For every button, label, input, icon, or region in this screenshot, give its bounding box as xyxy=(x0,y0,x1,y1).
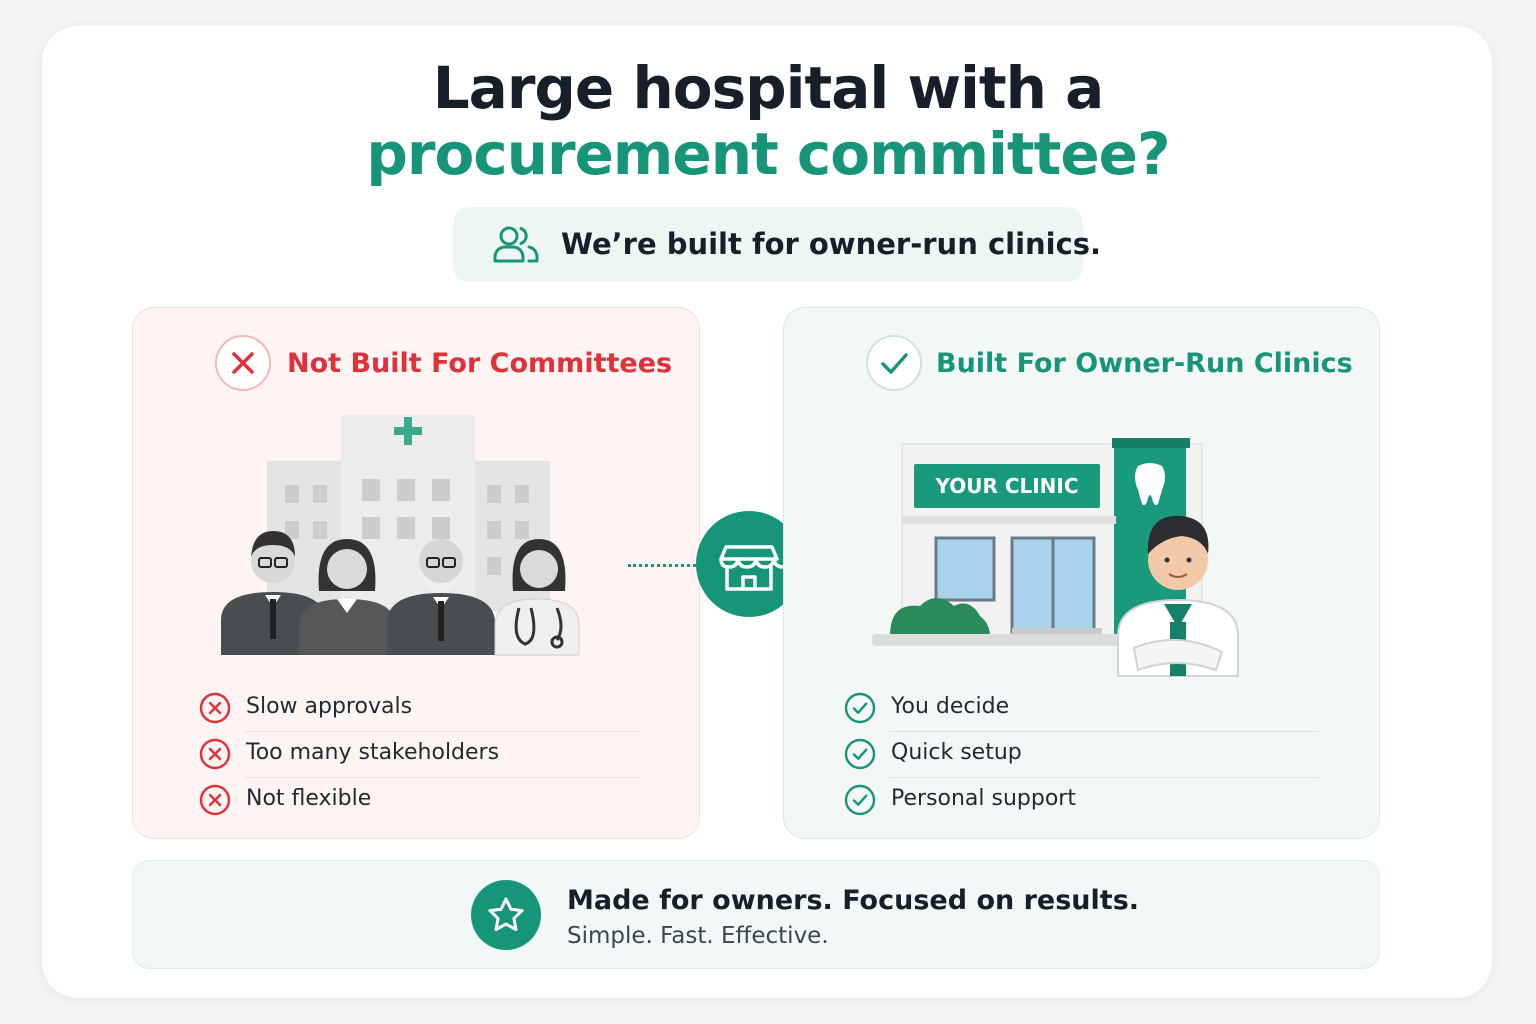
divider xyxy=(890,731,1318,732)
x-circle-icon xyxy=(199,692,231,728)
check-circle-icon xyxy=(844,738,876,774)
divider xyxy=(245,731,640,732)
right-panel-title: Built For Owner-Run Clinics xyxy=(936,348,1353,379)
list-item-label: Slow approvals xyxy=(246,694,413,719)
list-item-label: Quick setup xyxy=(891,740,1022,765)
footer-subline: Simple. Fast. Effective. xyxy=(567,923,829,949)
divider xyxy=(245,777,640,778)
footer-headline: Made for owners. Focused on results. xyxy=(567,885,1140,916)
x-circle-icon xyxy=(199,784,231,820)
built-for-owner-run-clinics-panel: Built For Owner-Run Clinics YOUR CLINIC … xyxy=(783,307,1380,839)
footer-banner: Made for owners. Focused on results. Sim… xyxy=(132,860,1380,969)
tagline-pill: We’re built for owner-run clinics. xyxy=(453,207,1101,282)
page-title-line2: procurement committee? xyxy=(366,120,1170,188)
divider xyxy=(890,777,1318,778)
left-panel-title: Not Built For Committees xyxy=(287,348,673,379)
users-icon xyxy=(491,223,543,271)
clinic-sign-text: YOUR CLINIC xyxy=(934,474,1078,498)
list-item-label: You decide xyxy=(891,694,1010,719)
check-circle-icon xyxy=(866,335,922,391)
check-circle-icon xyxy=(844,784,876,820)
list-item-label: Not flexible xyxy=(246,786,372,811)
check-circle-icon xyxy=(844,692,876,728)
tagline-text: We’re built for owner-run clinics. xyxy=(561,227,1102,261)
clinic-owner-illustration: YOUR CLINIC xyxy=(872,438,1239,677)
list-item-label: Personal support xyxy=(891,786,1076,811)
x-circle-icon xyxy=(215,335,271,391)
connector-dots-left xyxy=(628,564,696,567)
not-built-for-committees-panel: Not Built For Committees xyxy=(132,307,700,839)
page-title-line1: Large hospital with a xyxy=(432,54,1105,122)
x-circle-icon xyxy=(199,738,231,774)
list-item-label: Too many stakeholders xyxy=(246,740,500,765)
hospital-committee-illustration xyxy=(221,415,580,656)
star-icon xyxy=(471,880,541,950)
